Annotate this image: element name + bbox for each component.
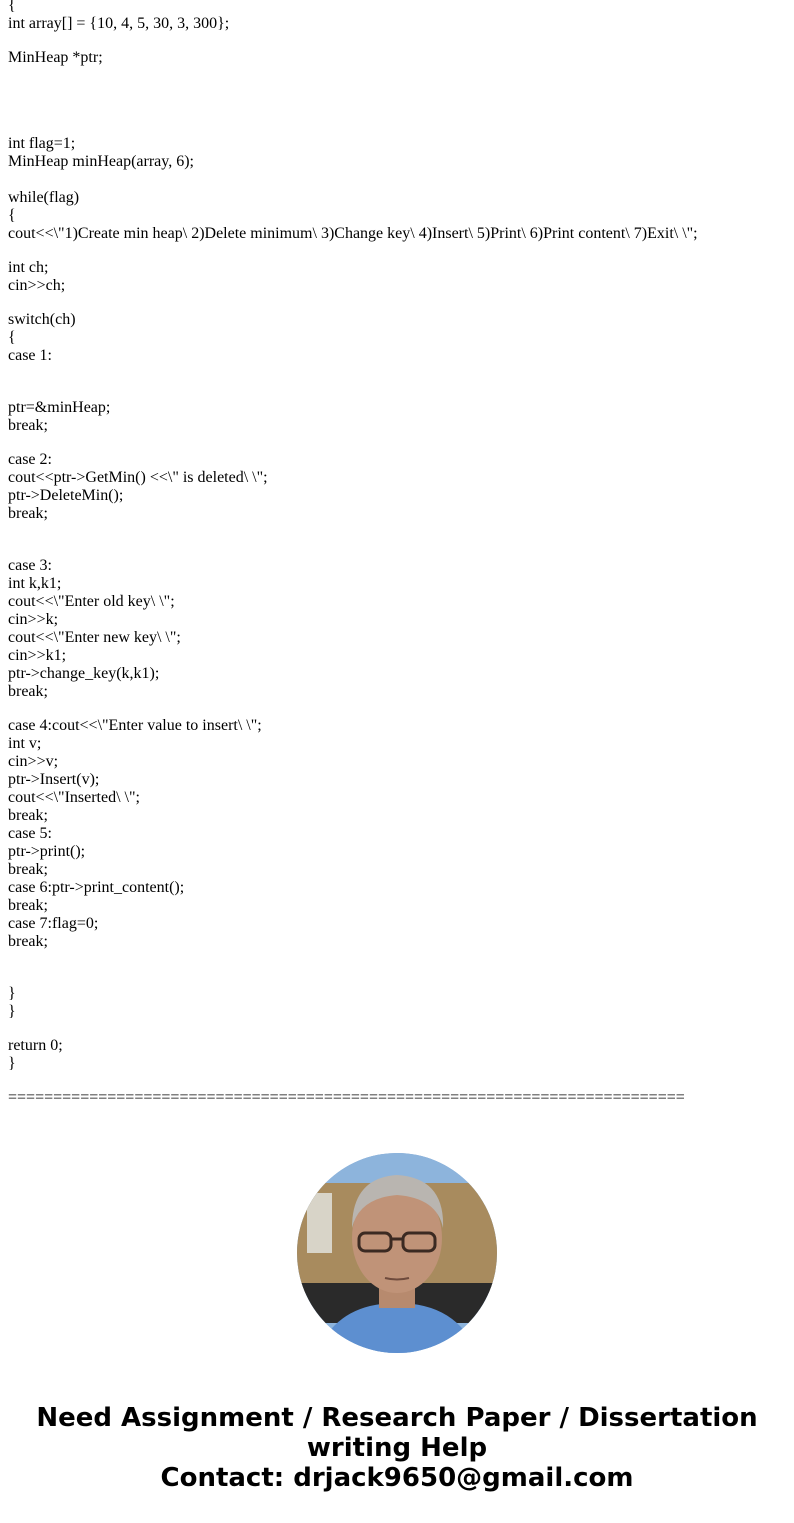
code-line: cin>>k;	[8, 611, 59, 628]
code-line: ptr->print();	[8, 843, 86, 860]
code-line: }	[8, 985, 16, 1002]
contact-footer: Need Assignment / Research Paper / Disse…	[0, 1403, 794, 1493]
code-line: break;	[8, 933, 48, 950]
footer-headline: Need Assignment / Research Paper / Disse…	[36, 1403, 758, 1433]
code-line: {	[8, 329, 16, 346]
code-line: }	[8, 1055, 16, 1072]
code-line: case 5:	[8, 825, 52, 842]
code-line: {	[8, 207, 16, 224]
code-line: cin>>ch;	[8, 277, 66, 294]
code-line: return 0;	[8, 1037, 63, 1054]
code-line: cin>>k1;	[8, 647, 67, 664]
author-avatar	[297, 1153, 497, 1353]
code-line: }	[8, 1003, 16, 1020]
code-line: break;	[8, 897, 48, 914]
code-line: case 6:ptr->print_content();	[8, 879, 185, 896]
code-line: int v;	[8, 735, 42, 752]
author-photo-icon	[297, 1153, 497, 1353]
code-line: case 2:	[8, 451, 52, 468]
separator-line: ========================================…	[8, 1089, 685, 1106]
code-line: int ch;	[8, 259, 49, 276]
code-line: case 4:cout<<\"Enter value to insert\ \"…	[8, 717, 262, 734]
code-line: MinHeap *ptr;	[8, 49, 103, 66]
code-line: ptr=&minHeap;	[8, 399, 111, 416]
code-line: cin>>v;	[8, 753, 59, 770]
footer-contact-email: Contact: drjack9650@gmail.com	[160, 1463, 634, 1493]
code-line: ptr->change_key(k,k1);	[8, 665, 160, 682]
code-line: break;	[8, 417, 48, 434]
code-line: int array[] = {10, 4, 5, 30, 3, 300};	[8, 15, 230, 32]
code-line: int flag=1;	[8, 135, 76, 152]
code-line: break;	[8, 807, 48, 824]
code-line: cout<<\"Enter old key\ \";	[8, 593, 175, 610]
code-line: cout<<\"Inserted\ \";	[8, 789, 140, 806]
footer-subheadline: writing Help	[306, 1433, 488, 1463]
code-line: int k,k1;	[8, 575, 62, 592]
code-line: break;	[8, 505, 48, 522]
code-line: break;	[8, 683, 48, 700]
code-line: ptr->DeleteMin();	[8, 487, 124, 504]
code-line: break;	[8, 861, 48, 878]
code-line: MinHeap minHeap(array, 6);	[8, 153, 194, 170]
code-line: while(flag)	[8, 189, 80, 206]
code-line: case 7:flag=0;	[8, 915, 99, 932]
code-line: switch(ch)	[8, 311, 76, 328]
code-line: cout<<\"1)Create min heap\ 2)Delete mini…	[8, 225, 698, 242]
code-line: {	[8, 0, 16, 14]
code-line: case 1:	[8, 347, 52, 364]
code-line: cout<<ptr->GetMin() <<\" is deleted\ \";	[8, 469, 268, 486]
code-line: ptr->Insert(v);	[8, 771, 100, 788]
code-line: cout<<\"Enter new key\ \";	[8, 629, 181, 646]
code-line: case 3:	[8, 557, 52, 574]
